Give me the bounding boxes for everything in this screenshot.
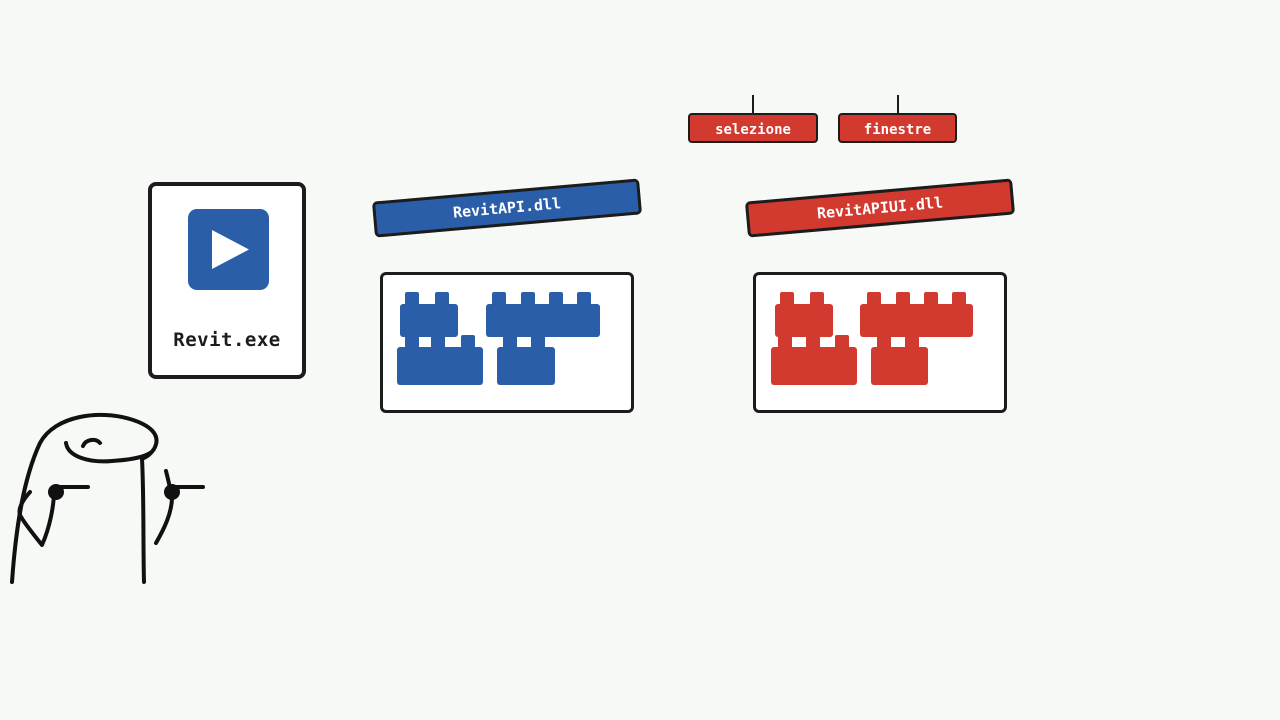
finestre-tag: finestre [838,113,957,143]
revit-exe-label: Revit.exe [173,329,281,351]
selezione-connector-line [752,95,754,113]
revit-api-blocks-box [380,272,634,413]
red-lego-blocks [771,292,973,385]
revit-apiui-blocks-box [753,272,1007,413]
revit-exe-card: Revit.exe [148,182,306,379]
selezione-tag: selezione [688,113,818,143]
finestre-connector-line [897,95,899,113]
revit-apiui-dll-banner: RevitAPIUI.dll [744,178,1016,238]
revit-api-dll-banner: RevitAPI.dll [371,178,643,238]
play-icon [188,209,269,290]
shrugging-character-illustration [10,412,205,584]
blue-lego-blocks [397,292,600,385]
